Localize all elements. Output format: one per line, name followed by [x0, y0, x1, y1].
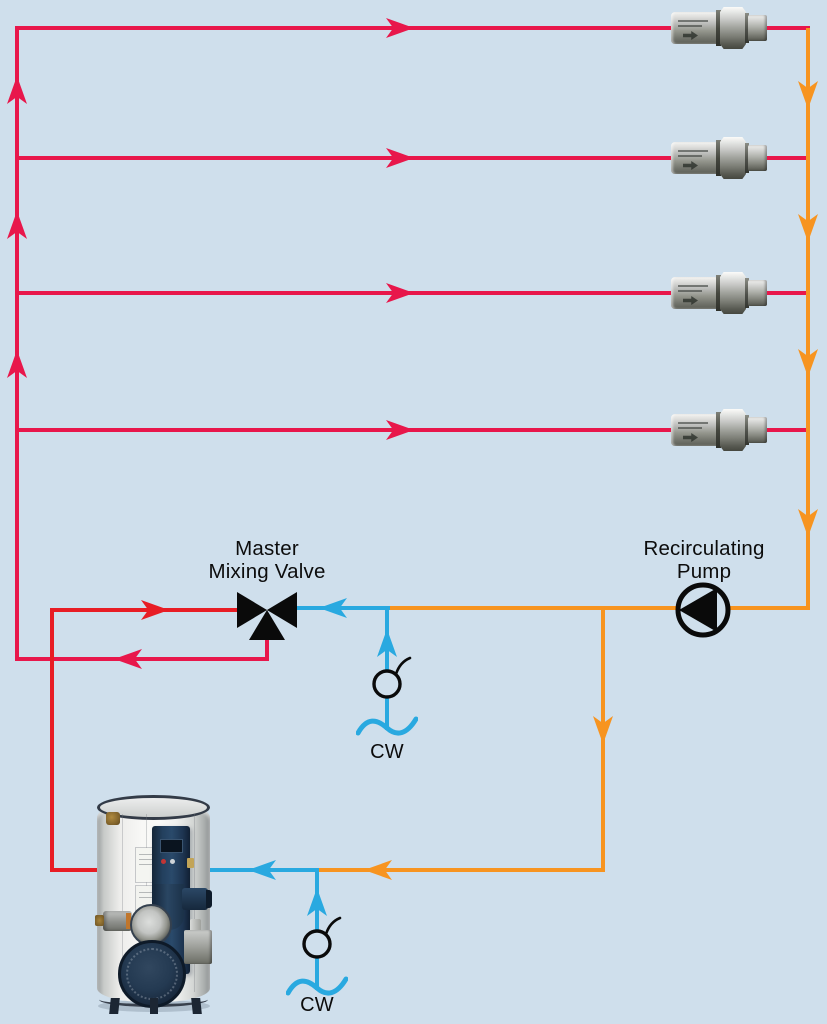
- heater-top-rim: [97, 795, 210, 820]
- valve-end-fitting: [748, 15, 767, 41]
- balancing-valve-body: [671, 277, 718, 309]
- heater-leg: [150, 998, 158, 1014]
- valve-end-fitting: [748, 280, 767, 306]
- valve-flow-direction-icon: [683, 31, 698, 40]
- balancing-valve-4: [671, 408, 767, 452]
- heater-outlet-pipe: [50, 868, 110, 872]
- heater-leg: [109, 998, 120, 1014]
- pump-label: Recirculating Pump: [643, 537, 765, 583]
- heater-duct-box: [182, 888, 208, 910]
- valve-union-nut: [720, 409, 746, 451]
- hot-to-mixing-valve-pipe: [52, 608, 240, 612]
- mixing-valve-icon: [237, 592, 297, 640]
- pump-label-line2: Pump: [676, 559, 732, 583]
- heater-blower-motor: [103, 911, 132, 931]
- return-riser-pipe: [806, 28, 810, 610]
- heater-gas-valve: [184, 930, 212, 964]
- heater-side-tag: [187, 858, 194, 868]
- pump-run-pipe: [388, 606, 810, 610]
- valve-end-fitting: [748, 145, 767, 171]
- mixing-valve-label-line2: Mixing Valve: [208, 559, 326, 583]
- tempered-supply-riser-pipe: [15, 26, 19, 661]
- pipe-break-lower-icon: [286, 976, 348, 996]
- return-to-heater-pipe: [315, 868, 605, 872]
- balancing-valve-body: [671, 142, 718, 174]
- cold-water-riser-upper-pipe: [385, 608, 389, 730]
- valve-flow-direction-icon: [683, 296, 698, 305]
- valve-union-nut: [720, 272, 746, 314]
- mixing-valve-label: Master Mixing Valve: [208, 537, 326, 583]
- heater-gas-fitting: [95, 915, 104, 926]
- mixing-valve-label-line1: Master: [235, 537, 299, 560]
- pipe-break-upper-icon: [356, 716, 418, 736]
- heater-button-red: [161, 859, 166, 864]
- mixing-valve-cold-inlet-pipe: [296, 606, 390, 610]
- pump-icon: [675, 582, 731, 638]
- water-heater: [90, 792, 226, 1024]
- heater-relief-fitting: [106, 812, 120, 825]
- valve-flow-direction-icon: [683, 161, 698, 170]
- mixing-valve-outlet-drop-pipe: [265, 638, 269, 661]
- valve-end-fitting: [748, 417, 767, 443]
- mixing-valve-outlet-run-pipe: [15, 657, 269, 661]
- hot-riser-pipe: [50, 608, 54, 872]
- heater-label-sticker: [136, 848, 157, 882]
- cw-label-upper: CW: [370, 741, 404, 763]
- valve-union-nut: [720, 7, 746, 49]
- pump-label-line1: Recirculating: [643, 537, 765, 560]
- heater-leg: [191, 998, 202, 1014]
- shutoff-valve-lower-icon: [302, 916, 342, 959]
- valve-union-nut: [720, 137, 746, 179]
- valve-flow-direction-icon: [683, 433, 698, 442]
- shutoff-valve-upper-icon: [372, 656, 412, 699]
- balancing-valve-body: [671, 12, 718, 44]
- balancing-valve-3: [671, 271, 767, 315]
- balancing-valve-body: [671, 414, 718, 446]
- cw-label-lower: CW: [300, 994, 334, 1016]
- heater-button-white: [170, 859, 175, 864]
- balancing-valve-1: [671, 6, 767, 50]
- heater-display: [160, 839, 183, 853]
- balancing-valve-2: [671, 136, 767, 180]
